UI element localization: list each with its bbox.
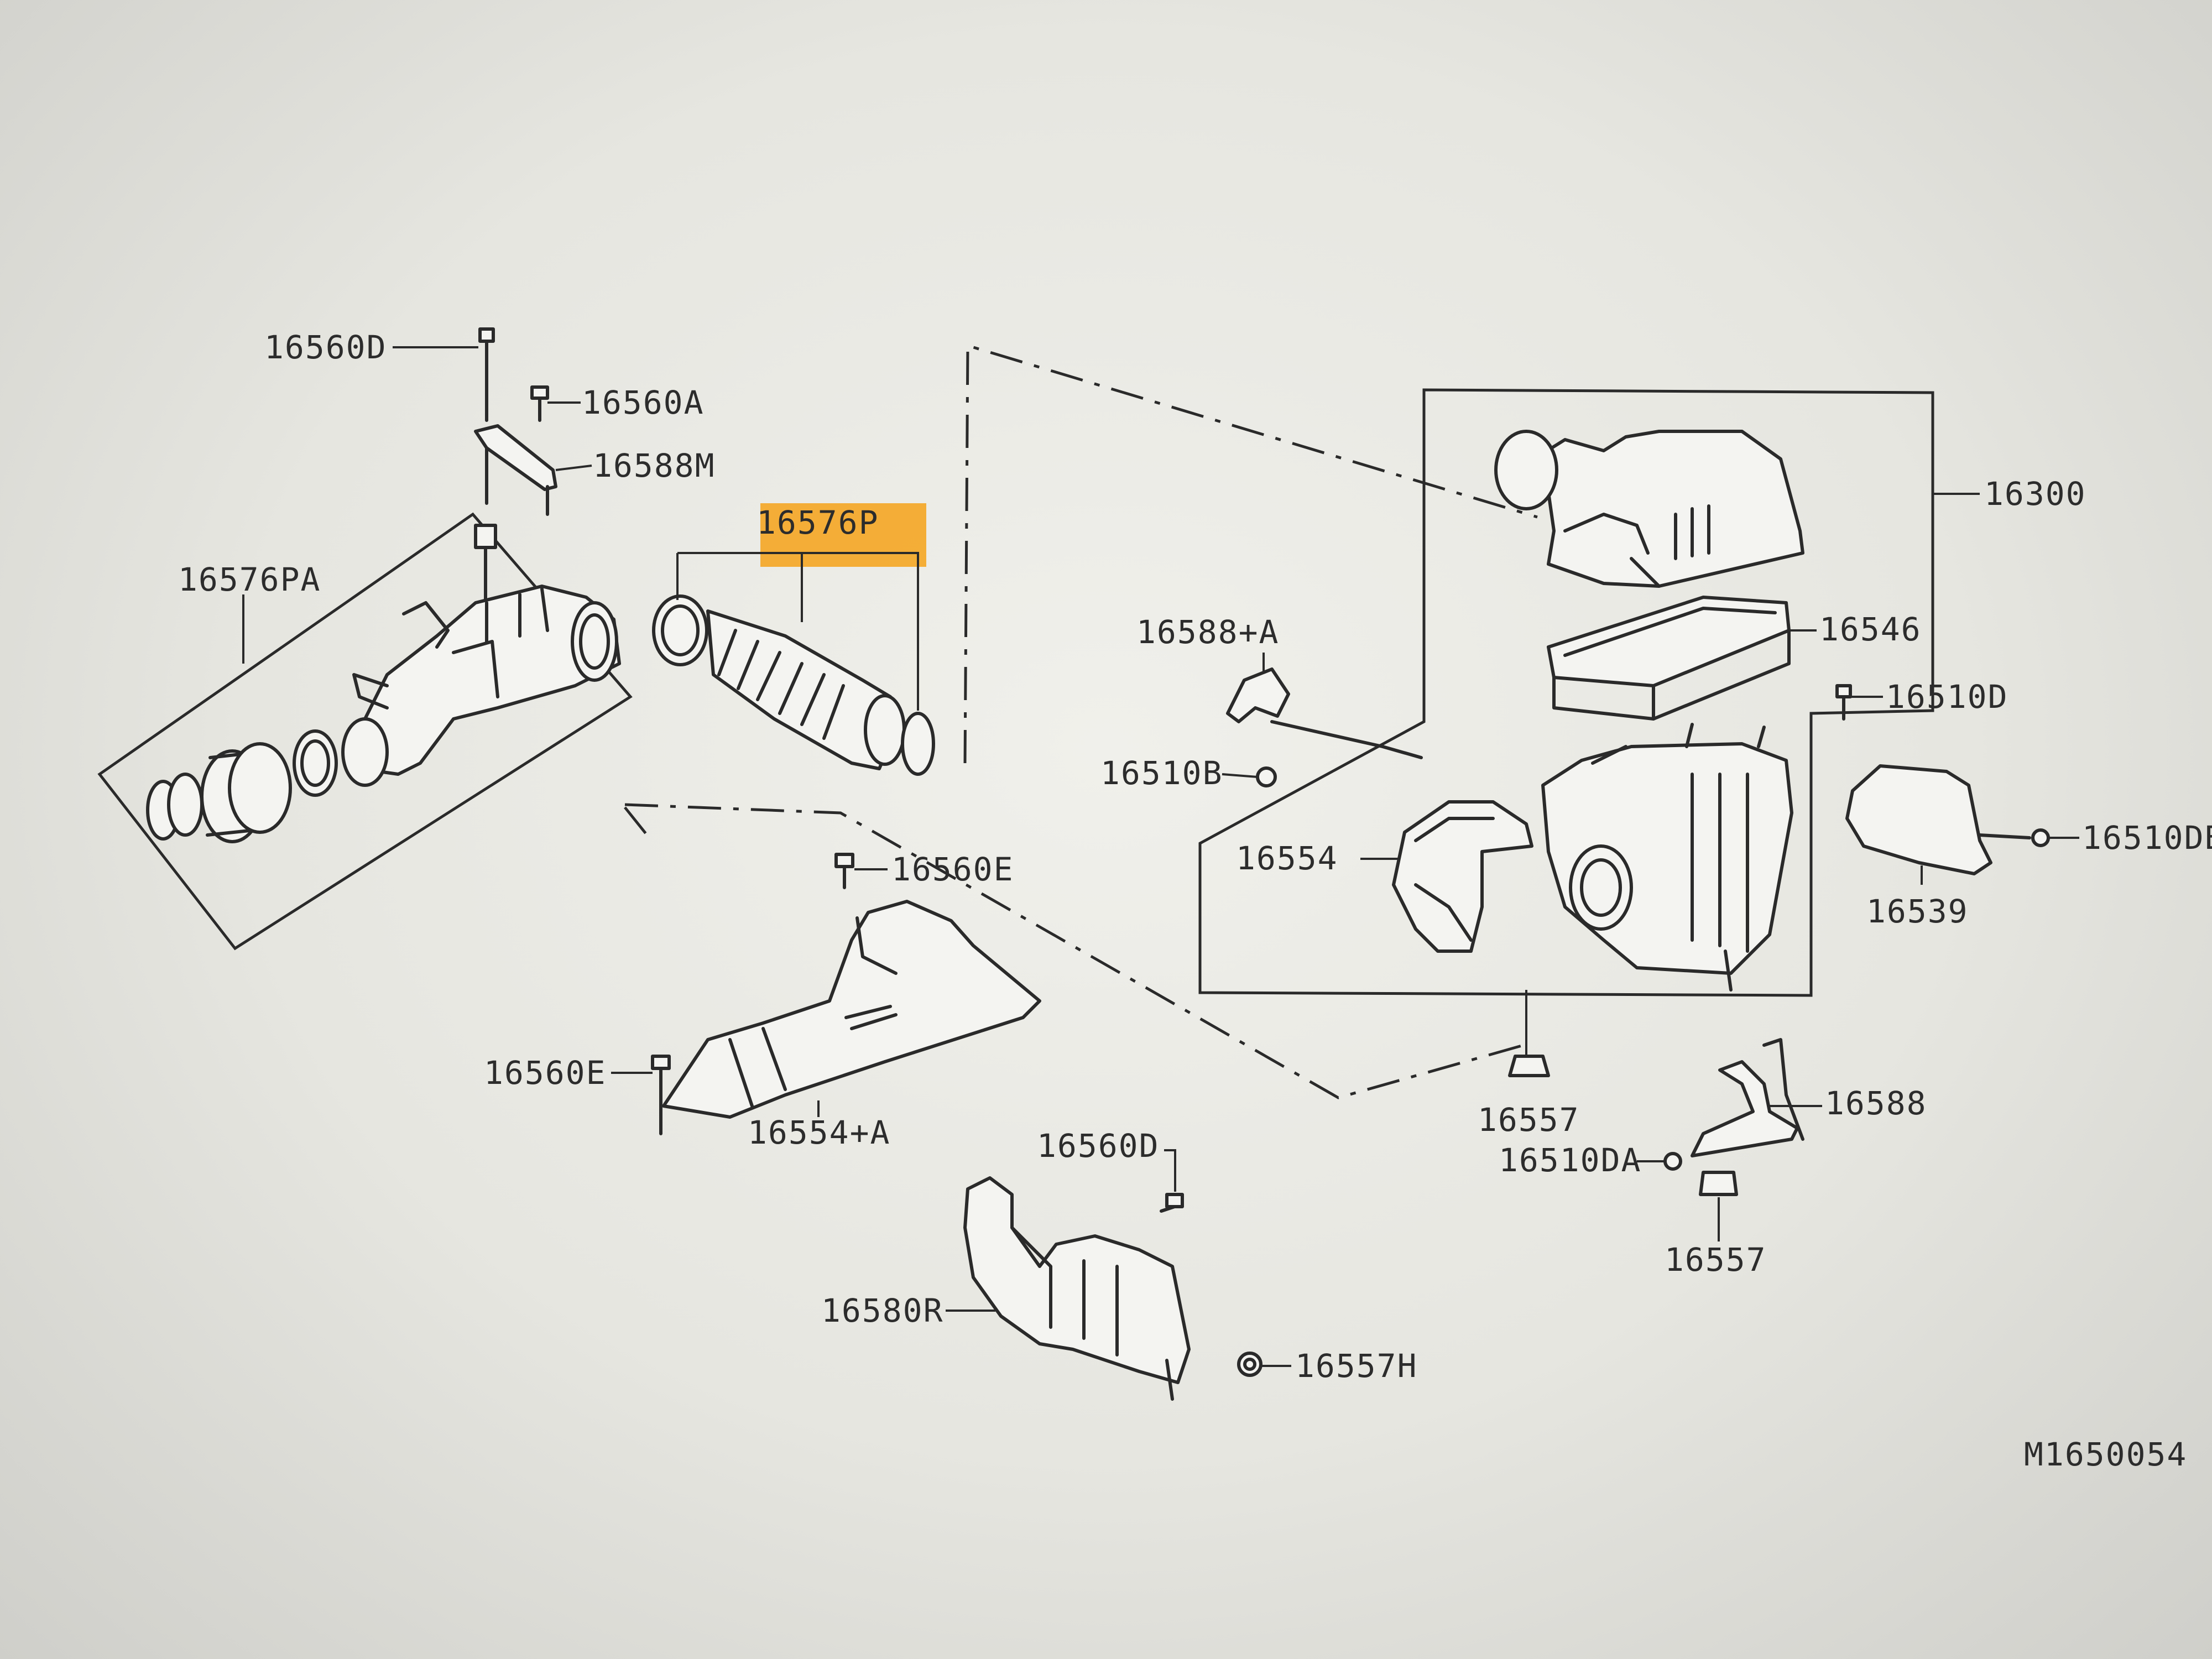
label-16510DA: 16510DA (1499, 1141, 1641, 1179)
bolt-16510D-drawing (1835, 684, 1852, 721)
filter-element-16546-drawing (1547, 596, 1791, 721)
label-16588A: 16588+A (1136, 613, 1279, 651)
hose-16576P-drawing (652, 594, 935, 776)
label-16554A: 16554+A (748, 1114, 890, 1151)
air-guide-16554A-drawing (662, 900, 1041, 1119)
label-16546: 16546 (1819, 611, 1922, 648)
air-cleaner-body-16300-drawing (1541, 723, 1793, 992)
label-16300: 16300 (1984, 475, 2086, 513)
bracket-16588-drawing (1691, 1038, 1804, 1157)
clip-16560A-drawing (530, 385, 549, 422)
duct-assembly-16576PA-drawing (146, 524, 621, 843)
lower-duct-16580R-drawing (963, 1176, 1191, 1401)
label-16510D: 16510D (1886, 678, 2008, 716)
label-16510DB: 16510DB (2082, 819, 2212, 857)
assembly-line-guide-to-cleaner (624, 803, 1524, 1099)
nut-16557H-drawing (1237, 1352, 1262, 1377)
label-16580R: 16580R (821, 1292, 944, 1329)
label-16510B: 16510B (1100, 754, 1223, 792)
label-16588: 16588 (1825, 1084, 1927, 1122)
label-16539: 16539 (1866, 893, 1969, 930)
bolt-16510DA-drawing (1663, 1152, 1682, 1171)
label-16557-a: 16557 (1478, 1101, 1580, 1139)
leader-lines (242, 346, 2079, 1367)
group-frame-intake-duct (97, 512, 633, 951)
bracket-16539-drawing (1845, 764, 2031, 875)
group-frame-air-cleaner (1198, 388, 1934, 997)
bracket-16588A-drawing (1226, 667, 1423, 759)
grommet-16557-b-drawing (1699, 1171, 1738, 1196)
bracket-16588M-drawing (474, 424, 557, 516)
resonator-16554-drawing (1392, 800, 1533, 953)
screw-16560D-bottom-drawing (1160, 1193, 1184, 1213)
label-16560E-left: 16560E (484, 1054, 607, 1092)
bolt-16560D-top-drawing (478, 327, 495, 422)
bolt-16510DB-drawing (2031, 828, 2050, 847)
screw-16560E-left-drawing (651, 1055, 671, 1135)
label-16576P: 16576P (757, 504, 879, 541)
label-16557H: 16557H (1295, 1347, 1418, 1385)
diagram-code: M1650054 (2024, 1436, 2187, 1473)
label-16560E-top: 16560E (891, 851, 1014, 888)
assembly-line-guide-lower (624, 806, 648, 836)
label-16560A: 16560A (582, 384, 705, 421)
label-16576PA: 16576PA (178, 561, 321, 598)
air-cleaner-cover-16300-drawing (1494, 430, 1804, 588)
label-16560D-bottom: 16560D (1037, 1127, 1160, 1165)
label-16554: 16554 (1236, 839, 1338, 877)
grommet-16510B-drawing (1256, 766, 1277, 787)
label-16588M: 16588M (593, 447, 716, 484)
highlight-16576P (760, 503, 926, 567)
grommet-16557-a-drawing (1508, 1055, 1550, 1077)
label-16560D-top: 16560D (264, 328, 387, 366)
label-16557-b: 16557 (1665, 1241, 1767, 1279)
assembly-line-hose-to-cleaner (963, 343, 1538, 764)
screw-16560E-top-drawing (834, 853, 854, 889)
